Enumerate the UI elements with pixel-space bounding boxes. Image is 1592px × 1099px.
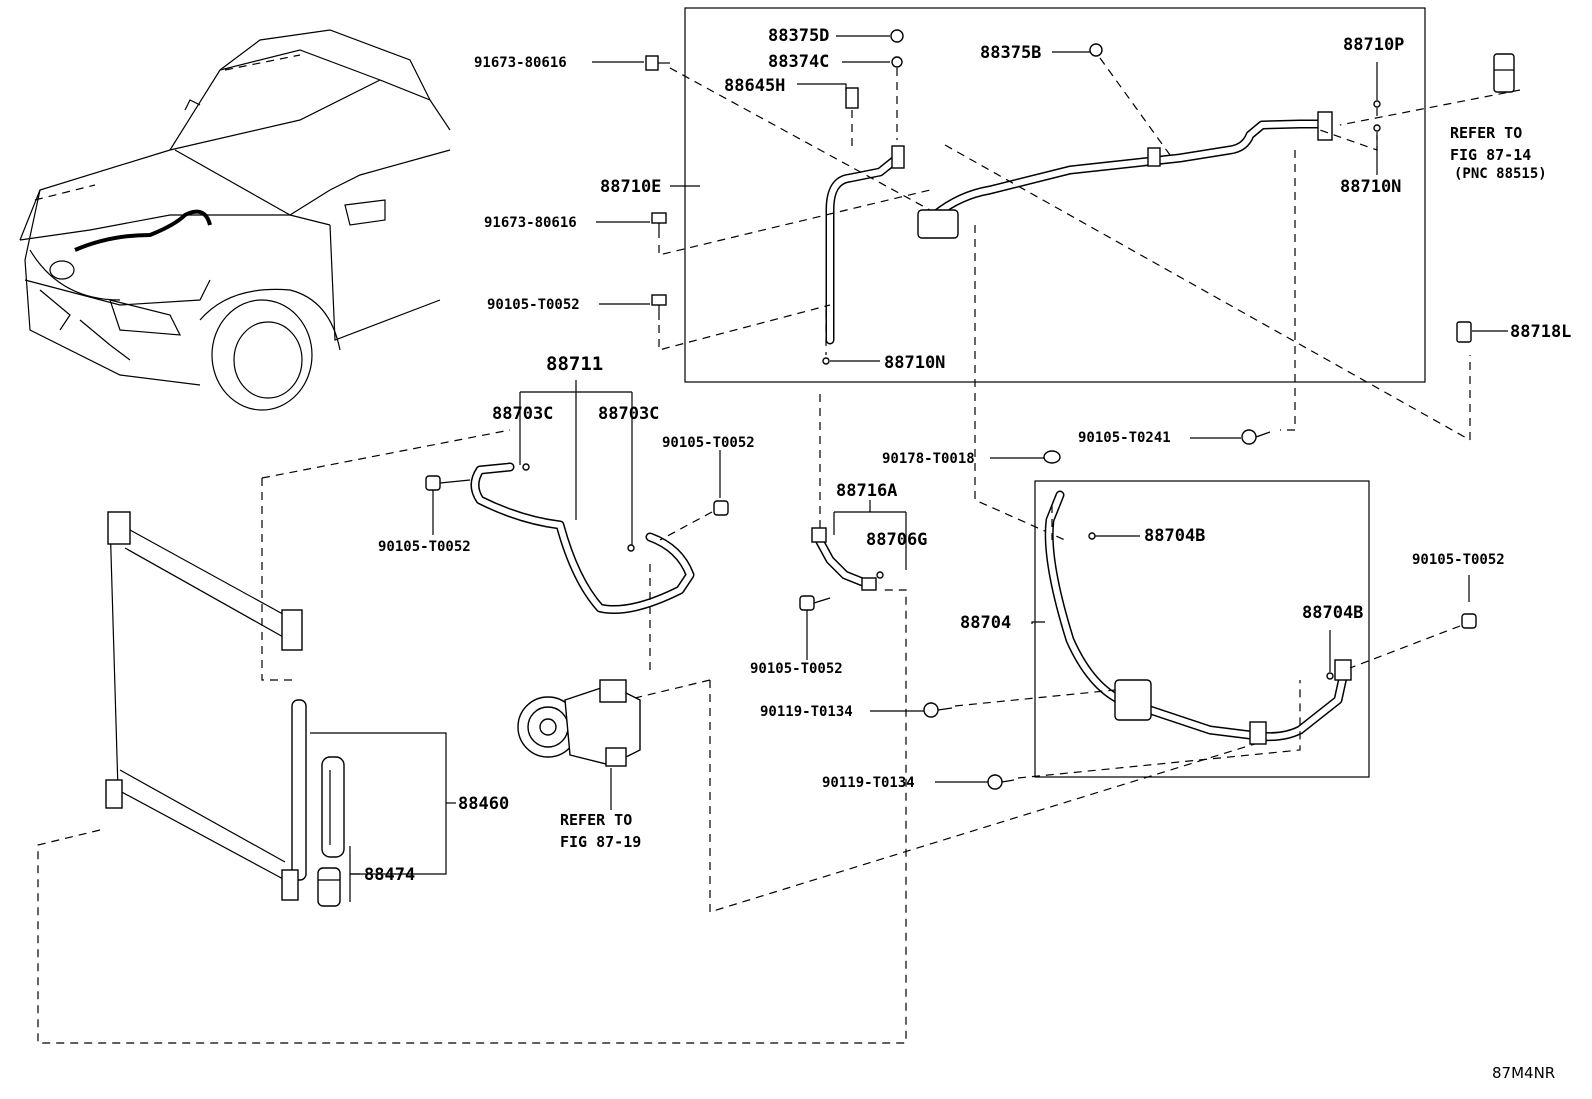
label-90105-T0052-d: 90105-T0052: [750, 661, 843, 677]
compressor: [517, 560, 651, 767]
label-88460: 88460: [458, 794, 509, 814]
label-88710P: 88710P: [1343, 35, 1404, 55]
label-88711: 88711: [546, 353, 603, 375]
pipe-88716A: [811, 527, 884, 591]
label-88703C-left: 88703C: [492, 404, 553, 424]
bolt-90105-upper: [651, 294, 667, 320]
bolt-90105-T0241: [1241, 429, 1271, 445]
label-88375B: 88375B: [980, 43, 1041, 63]
leader-lines: [432, 35, 1508, 783]
label-90105-T0052-c: 90105-T0052: [378, 539, 471, 555]
ref-87-14-line2: FIG 87-14: [1450, 146, 1531, 164]
diagram-code: 87M4NR: [1492, 1064, 1555, 1082]
vehicle-illustration: [19, 29, 451, 411]
bolt-90119-T0134-b: [987, 774, 1003, 790]
lower-pipe-box: [1034, 480, 1370, 778]
label-90119-T0134-a: 90119-T0134: [760, 704, 853, 720]
bolt-90119-T0134-a: [923, 702, 939, 718]
ref-87-14-line1: REFER TO: [1450, 124, 1522, 142]
bolt-90105-lower-mid: [799, 595, 815, 611]
label-91673-mid: 91673-80616: [484, 215, 577, 231]
label-90105-T0052-e: 90105-T0052: [1412, 552, 1505, 568]
bolt-91673-mid: [651, 212, 667, 238]
bolt-90105-left: [425, 475, 441, 491]
reference-part-87-14: [1493, 53, 1515, 93]
label-90105-T0052-b: 90105-T0052: [662, 435, 755, 451]
o-ring-88710P: [1373, 100, 1381, 108]
label-88710N-right: 88710N: [1340, 177, 1401, 197]
receiver-88474: [317, 756, 345, 907]
nut-90178-T0018: [1043, 450, 1061, 464]
pressure-switch-88645H: [845, 87, 859, 109]
label-88703C-right: 88703C: [598, 404, 659, 424]
label-90178-T0018: 90178-T0018: [882, 451, 975, 467]
bolt-90105-right: [1461, 613, 1477, 629]
discharge-hose-88711: [470, 462, 695, 615]
ref-87-19-line2: FIG 87-19: [560, 833, 641, 851]
o-ring-88710N-right: [1373, 124, 1381, 132]
label-88710E: 88710E: [600, 177, 661, 197]
condenser-88460: [105, 429, 511, 901]
bolt-90105-mid-88711: [713, 500, 729, 516]
o-ring-88710N-mid: [822, 357, 830, 365]
label-88645H: 88645H: [724, 76, 785, 96]
label-88474: 88474: [364, 865, 415, 885]
label-88704: 88704: [960, 613, 1011, 633]
bolt-91673-top: [645, 55, 670, 71]
label-91673-top: 91673-80616: [474, 55, 567, 71]
cap-88375D: [890, 29, 904, 43]
label-90105-T0241: 90105-T0241: [1078, 430, 1171, 446]
upper-pipe-box: [684, 7, 1426, 383]
reference-notes: REFER TO FIG 87-14 (PNC 88515) REFER TO …: [560, 124, 1547, 851]
label-90119-T0134-b: 90119-T0134: [822, 775, 915, 791]
ref-87-14-line3: (PNC 88515): [1454, 166, 1547, 182]
label-88710N-mid: 88710N: [884, 353, 945, 373]
valve-core-88374C: [891, 56, 903, 68]
cap-88718L: [1456, 321, 1472, 343]
label-88706G: 88706G: [866, 530, 927, 550]
part-labels: 91673-80616 88375D 88374C 88645H 88375B …: [364, 26, 1571, 885]
label-88718L: 88718L: [1510, 322, 1571, 342]
ref-87-19-line1: REFER TO: [560, 811, 632, 829]
label-90105-T0052-a: 90105-T0052: [487, 297, 580, 313]
label-88704B-bottom: 88704B: [1302, 603, 1363, 623]
label-88375D: 88375D: [768, 26, 829, 46]
cap-88375B: [1089, 43, 1103, 57]
label-88374C: 88374C: [768, 52, 829, 72]
label-88716A: 88716A: [836, 481, 897, 501]
label-88704B-top: 88704B: [1144, 526, 1205, 546]
